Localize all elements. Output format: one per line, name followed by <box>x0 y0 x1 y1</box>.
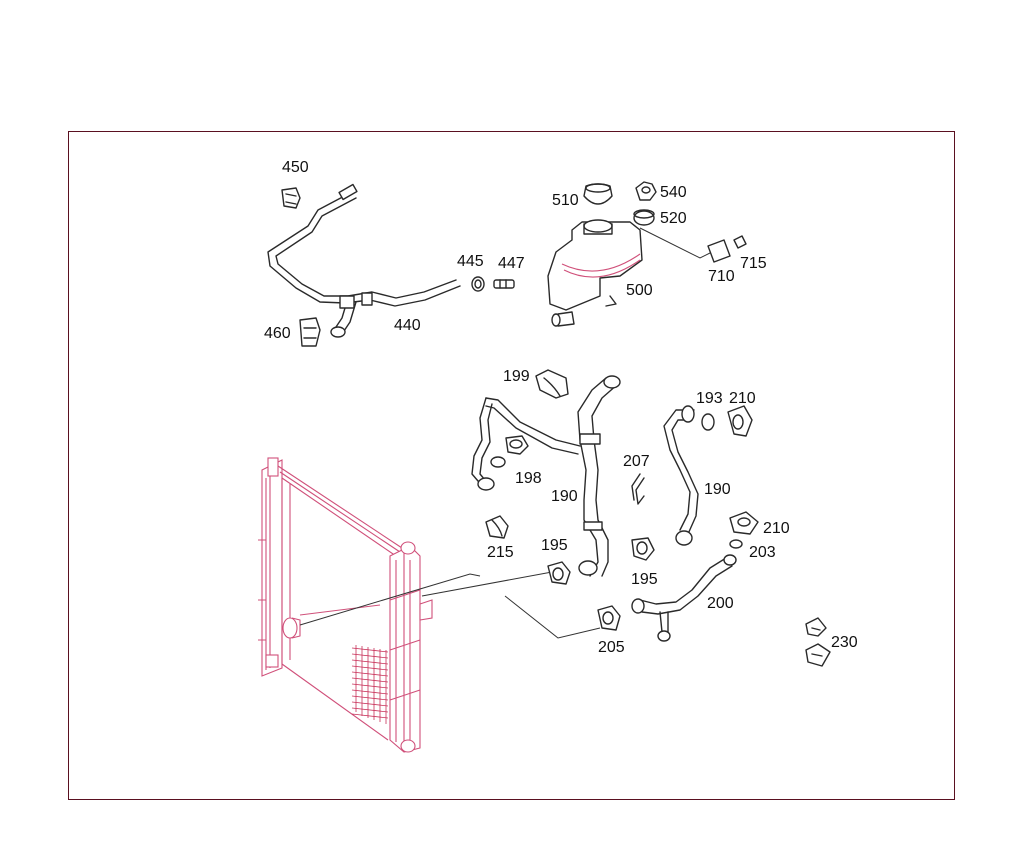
clip-199[interactable] <box>535 369 569 399</box>
radiator[interactable] <box>258 457 433 753</box>
nut-540[interactable] <box>635 181 657 201</box>
diagram-frame <box>68 131 955 800</box>
clip-460[interactable] <box>299 317 321 347</box>
clamp-195-left[interactable] <box>547 561 571 585</box>
hose-190-left[interactable] <box>577 375 621 577</box>
clamp-210-top[interactable] <box>727 405 753 437</box>
label-710: 710 <box>708 268 735 285</box>
clip-207[interactable] <box>631 473 645 505</box>
clamp-198[interactable] <box>505 435 529 455</box>
sensor-710[interactable] <box>707 239 731 263</box>
label-190-left: 190 <box>551 488 578 505</box>
clip-215[interactable] <box>485 515 509 539</box>
label-200: 200 <box>707 595 734 612</box>
label-540: 540 <box>660 184 687 201</box>
label-199: 199 <box>503 368 530 385</box>
clamp-210-right[interactable] <box>729 511 759 535</box>
label-510: 510 <box>552 192 579 209</box>
label-215: 215 <box>487 544 514 561</box>
hose-190-right[interactable] <box>663 405 699 546</box>
clamp-205[interactable] <box>597 605 621 631</box>
part-labels: 450 460 440 445 447 510 540 520 715 710 … <box>264 159 858 656</box>
label-198: 198 <box>515 470 542 487</box>
clips-230[interactable] <box>805 617 831 667</box>
hose-200[interactable] <box>631 554 737 642</box>
label-195-left: 195 <box>541 537 568 554</box>
plug-715[interactable] <box>733 235 747 249</box>
connector-447[interactable] <box>493 279 515 289</box>
label-207: 207 <box>623 453 650 470</box>
label-203: 203 <box>749 544 776 561</box>
label-445: 445 <box>457 253 484 270</box>
clamp-445[interactable] <box>471 276 485 292</box>
label-440: 440 <box>394 317 421 334</box>
label-520: 520 <box>660 210 687 227</box>
label-190-right: 190 <box>704 481 731 498</box>
label-195-right: 195 <box>631 571 658 588</box>
expansion-tank-500[interactable] <box>547 219 643 327</box>
label-450: 450 <box>282 159 309 176</box>
cap-510[interactable] <box>583 183 613 205</box>
label-447: 447 <box>498 255 525 272</box>
hose-198[interactable] <box>471 397 581 491</box>
label-500: 500 <box>626 282 653 299</box>
label-210-right: 210 <box>763 520 790 537</box>
label-210-top: 210 <box>729 390 756 407</box>
grommet-520[interactable] <box>633 209 655 226</box>
oring-193[interactable] <box>701 413 715 431</box>
label-715: 715 <box>740 255 767 272</box>
clamp-195-right[interactable] <box>631 537 655 561</box>
label-193: 193 <box>696 390 723 407</box>
oring-203[interactable] <box>729 539 743 549</box>
label-460: 460 <box>264 325 291 342</box>
label-230: 230 <box>831 634 858 651</box>
label-205: 205 <box>598 639 625 656</box>
hose-440[interactable] <box>267 183 461 338</box>
clip-450[interactable] <box>281 187 301 209</box>
